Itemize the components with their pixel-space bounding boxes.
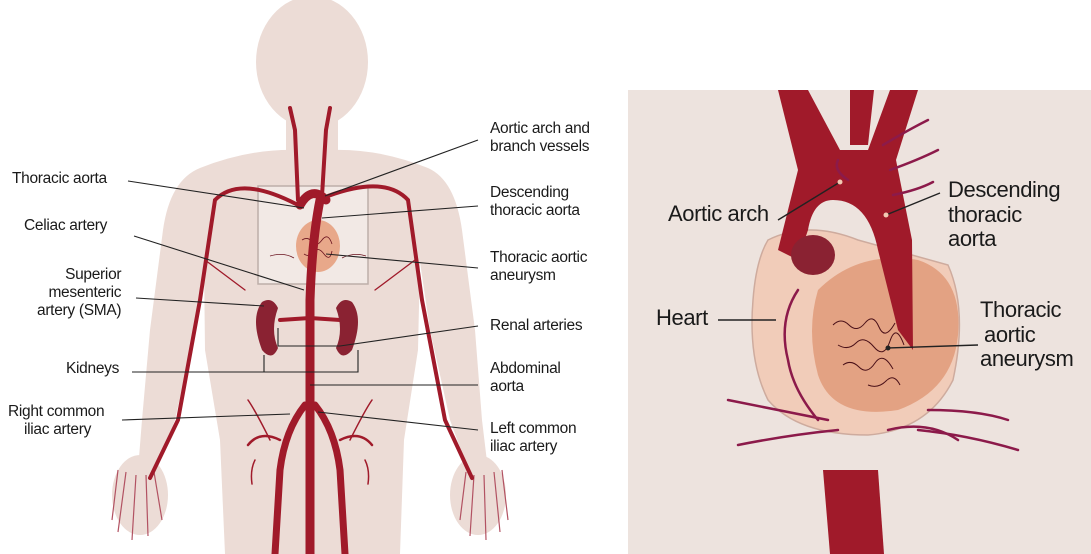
label-sma: Superior mesenteric artery (SMA) [37, 266, 121, 319]
label-descending-line3: aorta [948, 227, 1060, 252]
label-left-common-iliac-line2: iliac artery [490, 438, 576, 456]
label-right-common-iliac-line2: iliac artery [24, 421, 104, 439]
label-left-common-iliac-line1: Left common [490, 420, 576, 438]
label-kidneys: Kidneys [66, 360, 119, 378]
label-abdominal-aorta-line2: aorta [490, 378, 561, 396]
label-descending-thoracic-line2: thoracic aorta [490, 202, 580, 220]
label-aneurysm-line1: Thoracic [980, 298, 1073, 323]
label-sma-line3: artery (SMA) [37, 302, 121, 320]
label-descending-line2: thoracic [948, 203, 1060, 228]
body-diagram-panel: Thoracic aorta Celiac artery Superior me… [0, 0, 620, 554]
label-aneurysm-line3: aneurysm [980, 347, 1073, 372]
label-aortic-arch-branch-line2: branch vessels [490, 138, 590, 156]
marker-descending [884, 213, 889, 218]
marker-aortic-arch [838, 180, 843, 185]
label-thoracic-aneurysm: Thoracic aortic aneurysm [490, 249, 587, 285]
label-aneurysm-line2: aortic [984, 323, 1073, 348]
label-thoracic-aortic-aneurysm: Thoracic aortic aneurysm [980, 298, 1073, 372]
label-left-common-iliac: Left common iliac artery [490, 420, 576, 456]
label-aortic-arch: Aortic arch [668, 202, 769, 227]
label-heart: Heart [656, 306, 708, 331]
label-abdominal-aorta: Abdominal aorta [490, 360, 561, 396]
label-sma-line2: mesenteric [45, 284, 121, 302]
label-descending-thoracic-line1: Descending [490, 184, 580, 202]
label-thoracic-aneurysm-line2: aneurysm [490, 267, 587, 285]
label-renal-arteries: Renal arteries [490, 317, 582, 335]
label-right-common-iliac: Right common iliac artery [8, 403, 104, 439]
label-aortic-arch-branch: Aortic arch and branch vessels [490, 120, 590, 156]
label-abdominal-aorta-line1: Abdominal [490, 360, 561, 378]
label-thoracic-aneurysm-line1: Thoracic aortic [490, 249, 587, 267]
label-thoracic-aorta: Thoracic aorta [12, 170, 107, 188]
label-aortic-arch-branch-line1: Aortic arch and [490, 120, 590, 138]
label-descending-thoracic: Descending thoracic aorta [490, 184, 580, 220]
label-descending-thoracic-aorta: Descending thoracic aorta [948, 178, 1060, 252]
label-right-common-iliac-line1: Right common [8, 403, 104, 421]
label-celiac-artery: Celiac artery [24, 217, 107, 235]
label-descending-line1: Descending [948, 178, 1060, 203]
closeup-panel: Aortic arch Descending thoracic aorta He… [628, 90, 1091, 554]
marker-aneurysm [886, 346, 891, 351]
label-sma-line1: Superior [55, 266, 121, 284]
